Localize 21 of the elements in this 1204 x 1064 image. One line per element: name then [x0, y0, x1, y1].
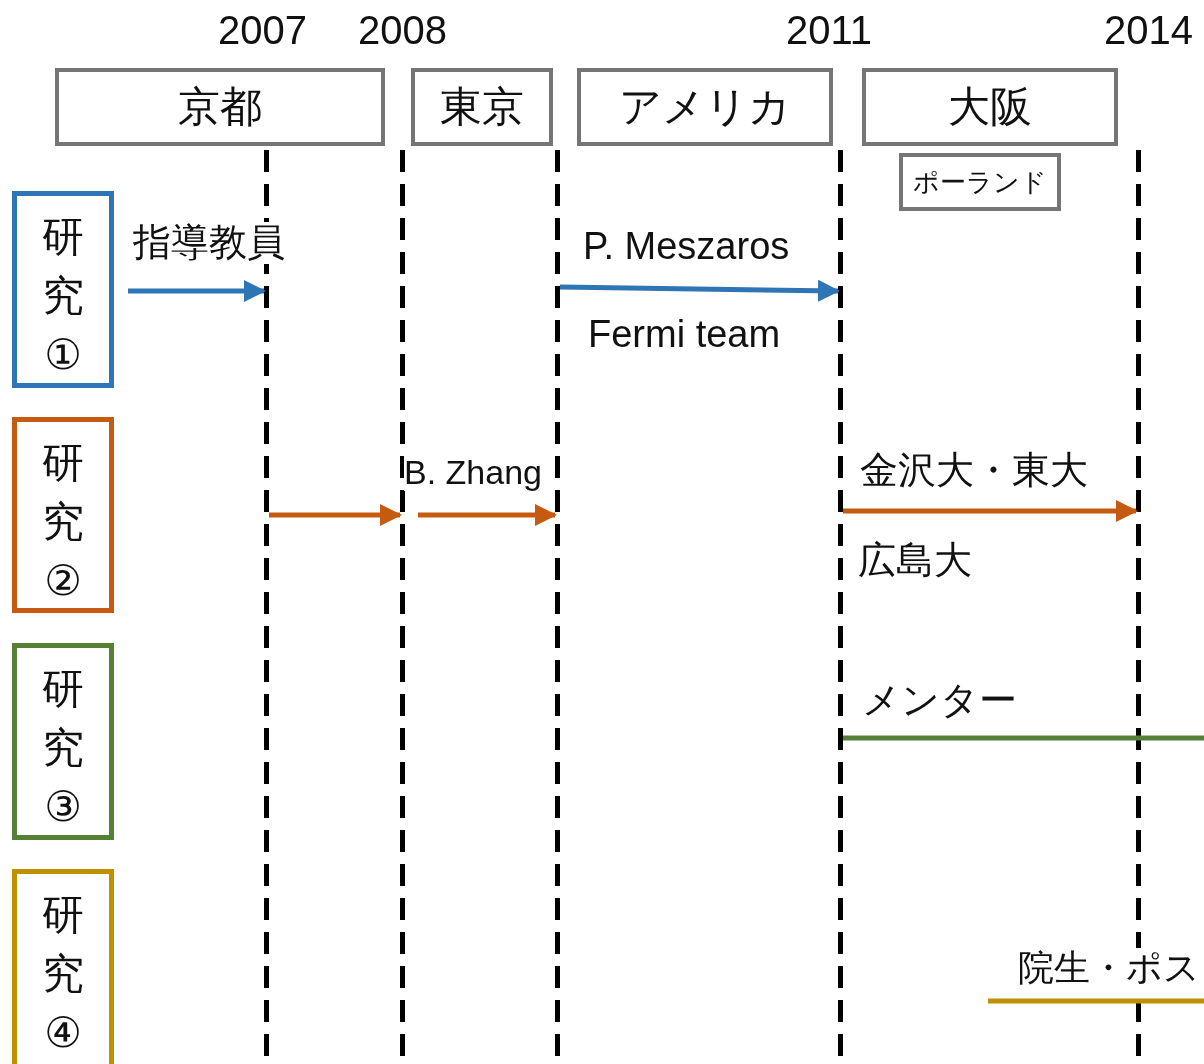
- place-box: 大阪: [862, 68, 1118, 146]
- timeline-line: [843, 735, 1204, 741]
- research-label: 研究②: [42, 438, 84, 606]
- text-label: 指導教員: [133, 222, 285, 264]
- arrow: [843, 500, 1138, 522]
- text-label: B. Zhang: [404, 454, 542, 492]
- research-box: [12, 643, 114, 840]
- arrow: [559, 279, 840, 302]
- place-box: ポーランド: [899, 153, 1061, 211]
- research-box: [12, 191, 114, 388]
- research-box: [12, 869, 114, 1064]
- arrow: [128, 280, 266, 302]
- place-box: 東京: [411, 68, 553, 146]
- research-label: 研究③: [42, 664, 84, 832]
- research-label: 研究①: [42, 212, 84, 380]
- arrow: [269, 504, 402, 526]
- research-box: [12, 417, 114, 613]
- research-label: 研究④: [42, 890, 84, 1058]
- place-box: アメリカ: [577, 68, 833, 146]
- arrow: [418, 504, 557, 526]
- place-box: 京都: [55, 68, 385, 146]
